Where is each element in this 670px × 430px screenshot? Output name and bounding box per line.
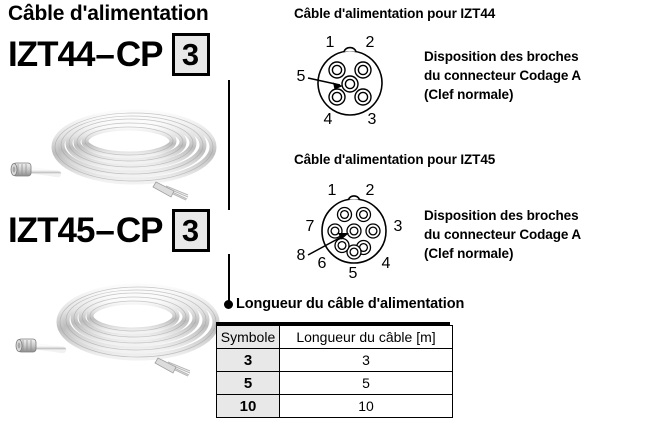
pin-label-2: 2 [366, 34, 375, 51]
model-code-izt44: IZT44 – CP 3 [8, 33, 210, 76]
pin-label-1: 1 [326, 34, 335, 51]
length-table: Symbole Longueur du câble [m] 3 3 5 5 10… [216, 325, 453, 418]
desc-line-1: Disposition des broches [424, 208, 579, 223]
pin-label-7: 7 [306, 218, 315, 235]
product-photo-izt44-cable [6, 98, 236, 203]
pin-label-1: 1 [328, 182, 337, 199]
table-row: 5 5 [216, 371, 453, 395]
length-table-wrap: Symbole Longueur du câble [m] 3 3 5 5 10… [216, 325, 453, 418]
cell-symbol: 3 [216, 348, 280, 372]
desc-line-2: du connecteur Codage A [424, 227, 582, 242]
connector-description-izt44: Disposition des broches du connecteur Co… [424, 47, 581, 104]
cell-length: 5 [279, 371, 453, 395]
desc-line-2: du connecteur Codage A [424, 68, 582, 83]
desc-line-1: Disposition des broches [424, 49, 579, 64]
callout-dot [224, 300, 233, 309]
pin-label-3: 3 [368, 111, 377, 126]
code-box-izt45[interactable]: 3 [171, 209, 210, 252]
pin-label-3: 3 [394, 218, 403, 235]
pin-label-5: 5 [297, 68, 306, 85]
model-name-izt45: IZT45 [8, 211, 95, 250]
table-row: 10 10 [216, 394, 453, 418]
callout-line-lower [228, 254, 230, 304]
cell-length: 3 [279, 348, 453, 372]
model-series-izt44: CP [115, 35, 164, 74]
column-header-length: Longueur du câble [m] [279, 325, 453, 349]
cell-symbol: 10 [216, 394, 280, 418]
connector-diagram-8pin: 1 2 3 4 5 6 7 8 [294, 174, 416, 282]
model-separator-izt44: – [95, 35, 115, 74]
connector-heading-izt45: Câble d'alimentation pour IZT45 [294, 152, 496, 167]
desc-line-3: (Clef normale) [424, 87, 514, 102]
table-row: 3 3 [216, 348, 453, 372]
cell-length: 10 [279, 394, 453, 418]
table-top-rule [216, 322, 450, 325]
cell-symbol: 5 [216, 371, 280, 395]
pin5-arrowhead [333, 82, 343, 90]
code-box-izt44[interactable]: 3 [171, 33, 210, 76]
pin-label-6: 6 [318, 255, 327, 272]
column-header-symbole: Symbole [216, 325, 280, 349]
pin-label-4: 4 [324, 111, 333, 126]
pin8-arrowhead [338, 233, 349, 240]
model-separator-izt45: – [95, 211, 115, 250]
page-title: Câble d'alimentation [8, 2, 209, 25]
model-name-izt44: IZT44 [8, 35, 95, 74]
pin-label-5: 5 [349, 265, 358, 280]
model-series-izt45: CP [115, 211, 164, 250]
desc-line-3: (Clef normale) [424, 246, 514, 261]
pin-label-4: 4 [382, 255, 391, 272]
length-table-heading: Longueur du câble d'alimentation [236, 296, 465, 312]
callout-line-upper [228, 80, 230, 210]
model-code-izt45: IZT45 – CP 3 [8, 209, 210, 252]
table-header-row: Symbole Longueur du câble [m] [216, 325, 453, 349]
product-photo-izt45-cable [10, 270, 240, 380]
pin-label-8: 8 [297, 247, 306, 264]
connector-heading-izt44: Câble d'alimentation pour IZT44 [294, 6, 496, 21]
connector-diagram-5pin: 1 2 3 4 5 [294, 28, 414, 128]
pin8-leader [307, 234, 346, 256]
pin-label-2: 2 [366, 182, 375, 199]
connector-description-izt45: Disposition des broches du connecteur Co… [424, 206, 581, 263]
